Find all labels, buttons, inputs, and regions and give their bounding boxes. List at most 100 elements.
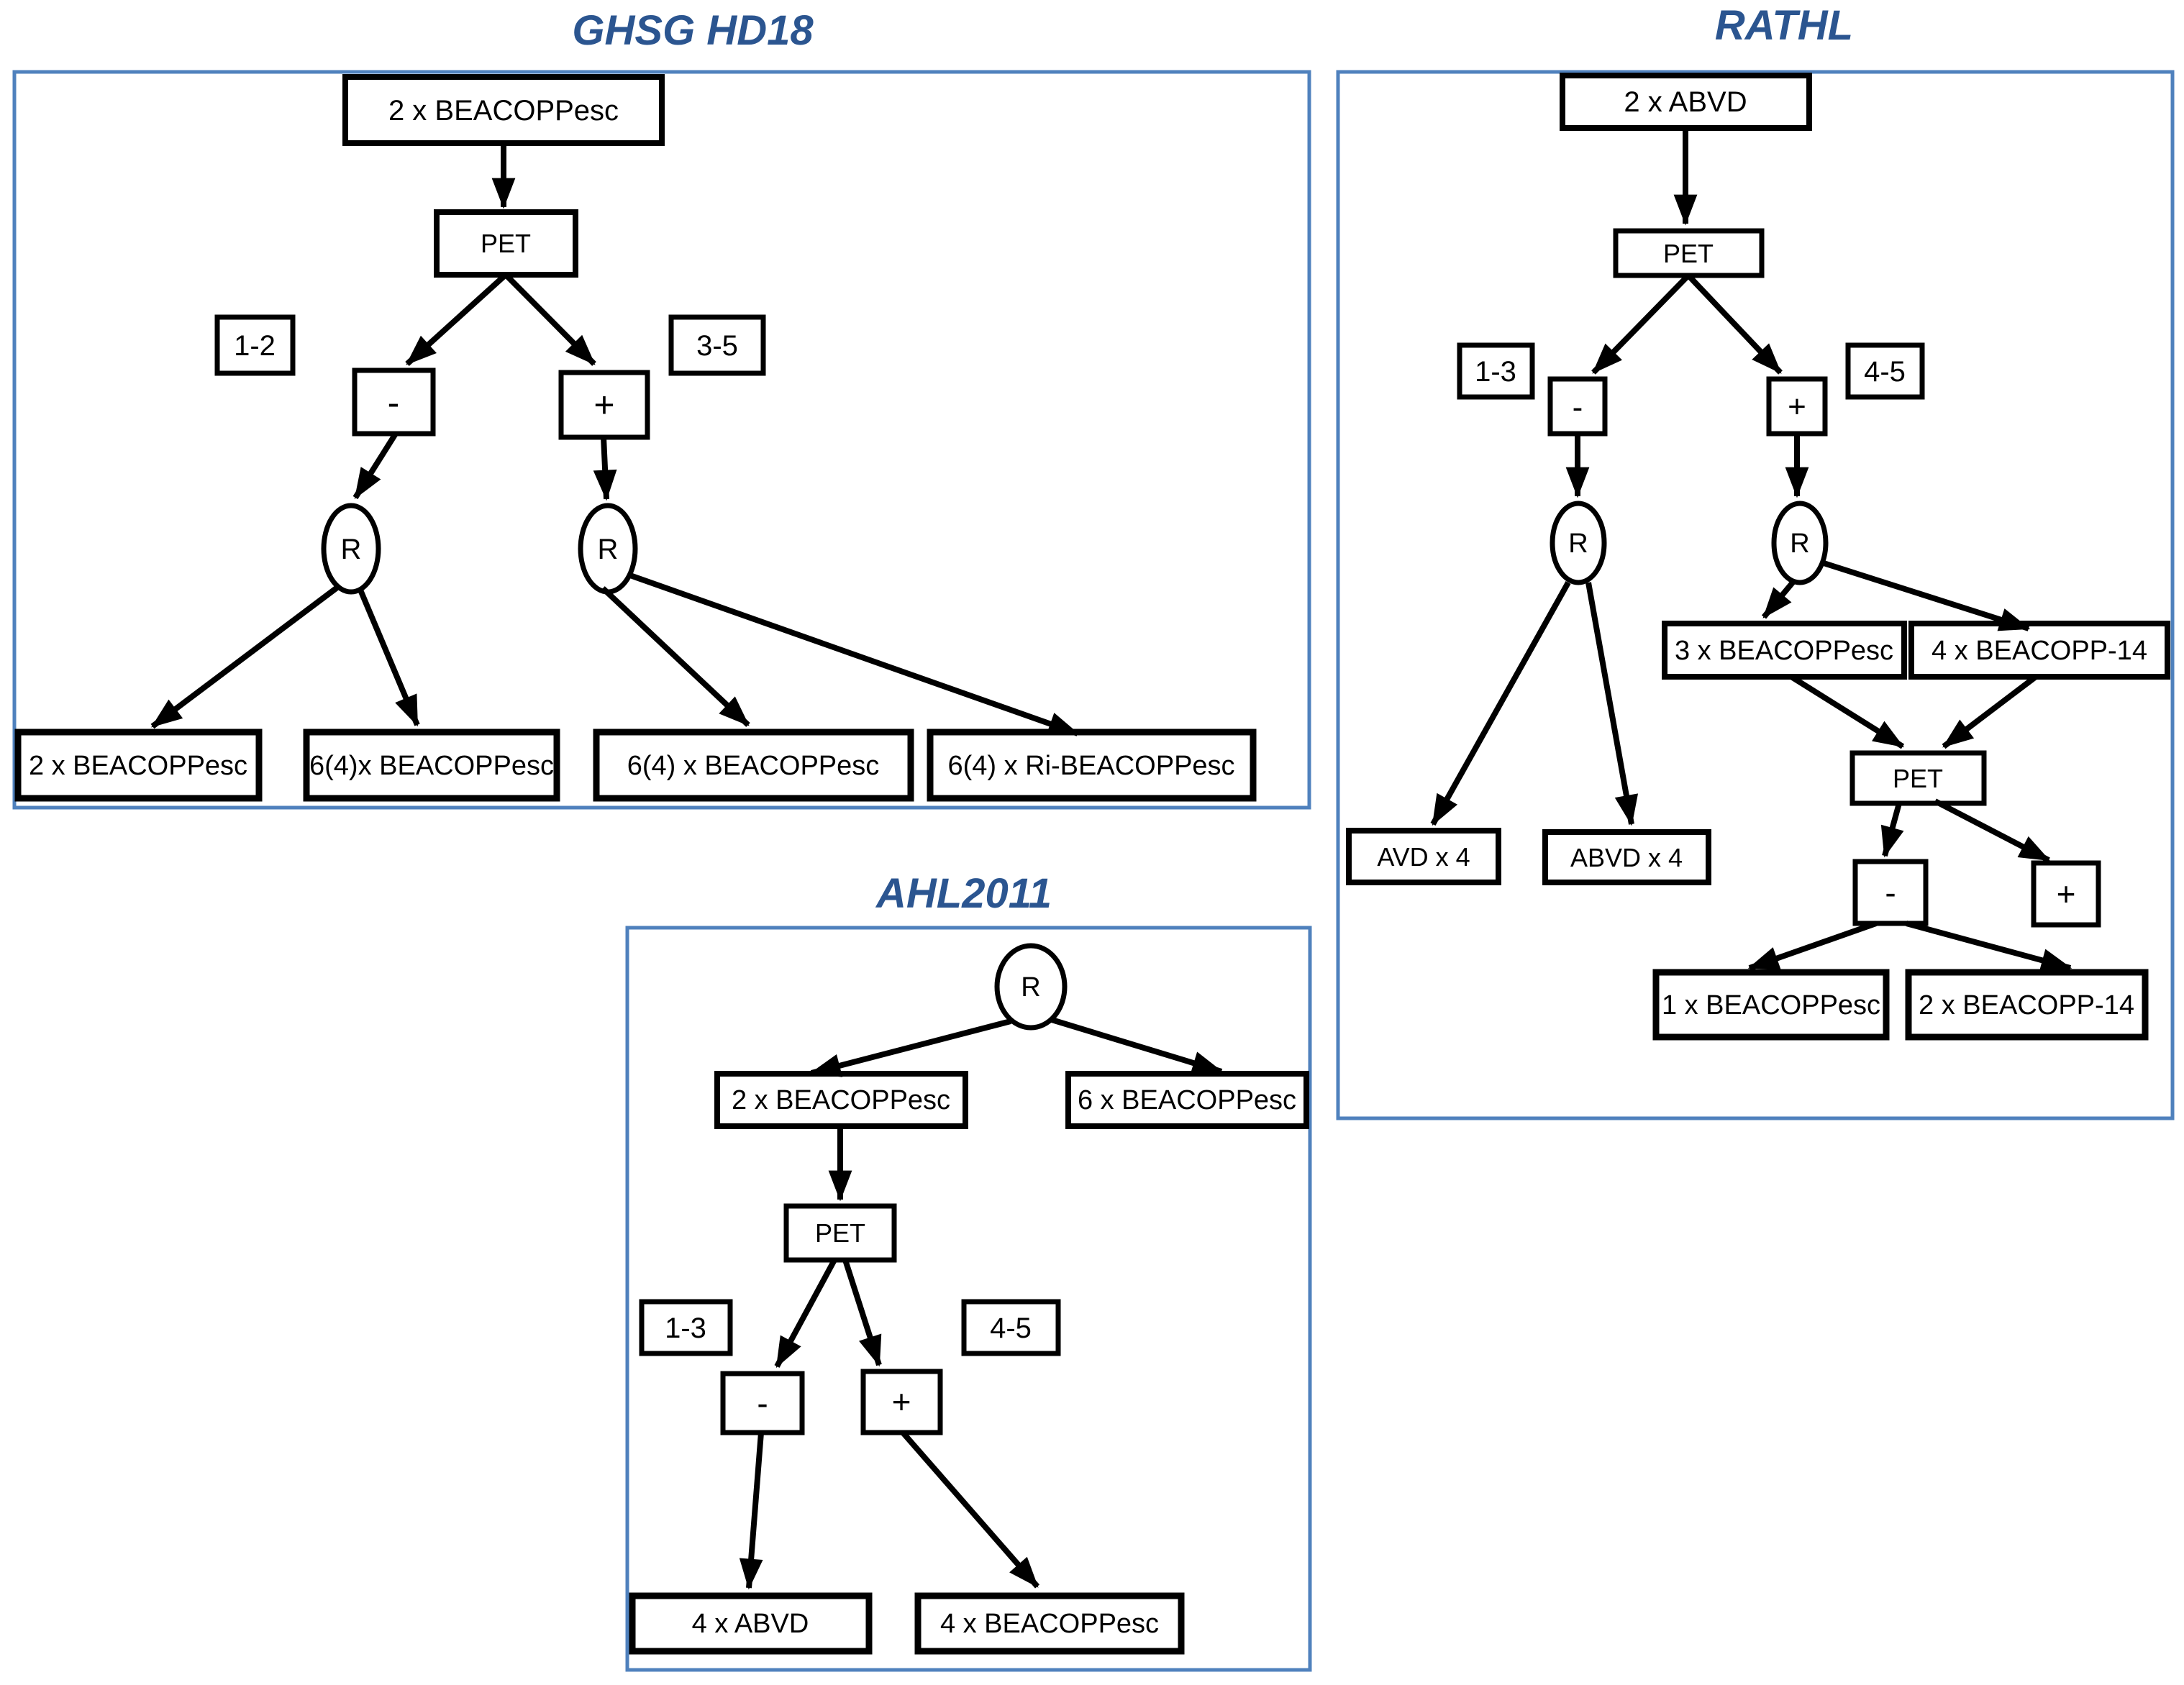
node-box-pet (783, 1203, 897, 1263)
panel-border-ahl2011 (625, 926, 1312, 1672)
node-label-pet-negative: - (757, 1384, 768, 1422)
node-label-pet1-negative: - (1573, 390, 1583, 425)
node-label-randomization-left: R (1568, 529, 1588, 559)
panel-ahl2011: AHL2011 R 2 x BEACOPPesc 6 x BEACOPPesc … (625, 870, 1312, 1672)
node-label-randomization-left: R (341, 534, 362, 565)
panel-rathl: RATHL 2 x ABVD PET 1-3 4-5 - + R R AVD x… (1336, 2, 2175, 1120)
arrow-pet-to-positive (504, 273, 596, 366)
arrow-pet-to-negative (774, 1259, 837, 1369)
node-box-pet1-positive (1766, 376, 1828, 437)
node-label-induction: 2 x ABVD (1624, 86, 1747, 118)
node-label-pet: PET (815, 1218, 865, 1248)
arrow-beacopp14-to-pet2 (1942, 674, 2038, 749)
node-box-cycles-negative (639, 1299, 733, 1356)
node-label-cycles-negative: 1-3 (665, 1312, 706, 1344)
node-box-arm-standard (1065, 1071, 1309, 1129)
node-label-pet-negative: - (388, 383, 400, 423)
arrow-negative2-to-leaf-beacopp14 (1905, 921, 2072, 972)
node-label-randomization-right: R (1790, 529, 1809, 559)
panel-ghsg-hd18: GHSG HD18 2 x BEACOPPesc PET 1-2 3-5 - +… (12, 7, 1311, 810)
node-label-leaf-beacopp: 4 x BEACOPPesc (940, 1609, 1159, 1639)
node-label-arm-standard: 6 x BEACOPPesc (1078, 1085, 1296, 1115)
arrow-pet1-to-negative (1591, 273, 1691, 375)
node-box-pet1-negative (1547, 376, 1608, 437)
node-oval-randomization (994, 943, 1068, 1031)
node-box-leaf-beacoppesc (1652, 969, 1890, 1041)
node-label-leaf-abvd: 4 x ABVD (692, 1609, 809, 1639)
node-box-induction (1560, 73, 1812, 131)
arrow-randright-to-leaf-3 (601, 586, 750, 727)
arrow-randright-to-leaf-4 (629, 572, 1080, 736)
arrow-pet2-to-negative (1880, 802, 1904, 858)
node-box-leaf-avd (1346, 828, 1501, 885)
node-box-cycles-positive (961, 1299, 1061, 1356)
node-box-pet2 (1849, 750, 1987, 806)
node-box-escalation-beacopp14 (1908, 621, 2170, 680)
node-label-leaf-beacopp14: 2 x BEACOPP-14 (1919, 990, 2134, 1020)
arrow-randleft-to-leaf-2 (357, 587, 420, 727)
node-box-leaf-abvd (629, 1592, 873, 1655)
node-label-pet-positive: + (892, 1383, 911, 1420)
node-box-leaf-2 (303, 729, 560, 802)
node-label-leaf-beacoppesc: 1 x BEACOPPesc (1662, 990, 1880, 1020)
node-oval-randomization-left (321, 503, 381, 595)
node-label-cycles-negative: 1-2 (234, 330, 276, 362)
arrow-randleft-to-abvd (1585, 582, 1639, 826)
node-box-leaf-beacopp (914, 1592, 1185, 1655)
node-label-leaf-4: 6(4) x Ri-BEACOPPesc (947, 751, 1234, 781)
node-box-pet-positive (558, 370, 650, 440)
arrow-randomization-to-arm-standard (1050, 1017, 1224, 1074)
panel-title-rathl: RATHL (1715, 2, 1853, 49)
arrow-beacoppesc-to-pet2 (1789, 674, 1905, 749)
node-box-escalation-beacopp (1662, 621, 1907, 680)
node-label-cycles-negative: 1-3 (1475, 356, 1516, 388)
node-label-escalation-beacopp: 3 x BEACOPPesc (1675, 636, 1893, 666)
node-box-leaf-abvd (1542, 829, 1711, 885)
node-box-cycles-positive (668, 314, 766, 376)
node-label-leaf-2: 6(4)x BEACOPPesc (309, 751, 554, 781)
node-oval-randomization-right (1771, 501, 1829, 585)
node-label-escalation-beacopp14: 4 x BEACOPP-14 (1932, 636, 2147, 666)
arrow-pet-to-positive (842, 1259, 882, 1367)
arrow-randomization-to-arm-pet-driven (809, 1018, 1012, 1077)
node-label-pet-positive: + (593, 385, 614, 425)
node-label-randomization-right: R (598, 534, 619, 565)
node-label-leaf-avd: AVD x 4 (1377, 842, 1470, 872)
node-label-cycles-positive: 4-5 (990, 1312, 1032, 1344)
arrow-pet1-to-positive (1686, 273, 1783, 375)
arrow-negative-to-leaf-abvd (739, 1432, 764, 1590)
node-label-leaf-abvd: ABVD x 4 (1570, 843, 1683, 872)
arrow-randright-to-beacoppesc (1761, 580, 1796, 619)
panel-border-ghsg (12, 70, 1311, 810)
arrow-negative2-to-leaf-beacoppesc (1747, 921, 1878, 971)
arrow-randright-to-beacopp14 (1820, 560, 2031, 631)
node-box-pet2-positive (2031, 860, 2101, 928)
node-label-pet: PET (481, 229, 531, 258)
node-box-leaf-beacopp14 (1905, 969, 2149, 1041)
arrow-randleft-to-leaf-1 (150, 584, 340, 729)
node-box-pet2-negative (1852, 859, 1929, 926)
node-label-cycles-positive: 4-5 (1864, 356, 1906, 388)
node-label-pet1-positive: + (1788, 389, 1806, 424)
panel-border-rathl (1336, 70, 2175, 1120)
node-box-cycles-negative (214, 314, 296, 376)
panel-title-ghsg: GHSG HD18 (572, 7, 814, 54)
node-box-leaf-4 (927, 729, 1257, 802)
node-label-leaf-3: 6(4) x BEACOPPesc (627, 751, 880, 781)
arrow-pet2-to-positive (1934, 798, 2051, 863)
node-box-pet-positive (860, 1369, 943, 1435)
node-label-pet2: PET (1893, 764, 1943, 793)
panel-title-ahl2011: AHL2011 (875, 870, 1052, 917)
node-label-pet2-negative: - (1885, 874, 1896, 911)
arrow-negative-to-randomization (352, 431, 399, 500)
node-box-leaf-3 (593, 729, 914, 802)
arrow-positive-to-leaf-beacopp (900, 1430, 1040, 1589)
node-label-cycles-positive: 3-5 (696, 330, 738, 362)
arrow-pet-to-negative (405, 273, 508, 366)
arrow-randleft-to-avd (1430, 581, 1571, 826)
node-label-pet1: PET (1663, 239, 1714, 268)
node-label-leaf-1: 2 x BEACOPPesc (29, 751, 247, 781)
node-label-randomization: R (1021, 972, 1040, 1003)
